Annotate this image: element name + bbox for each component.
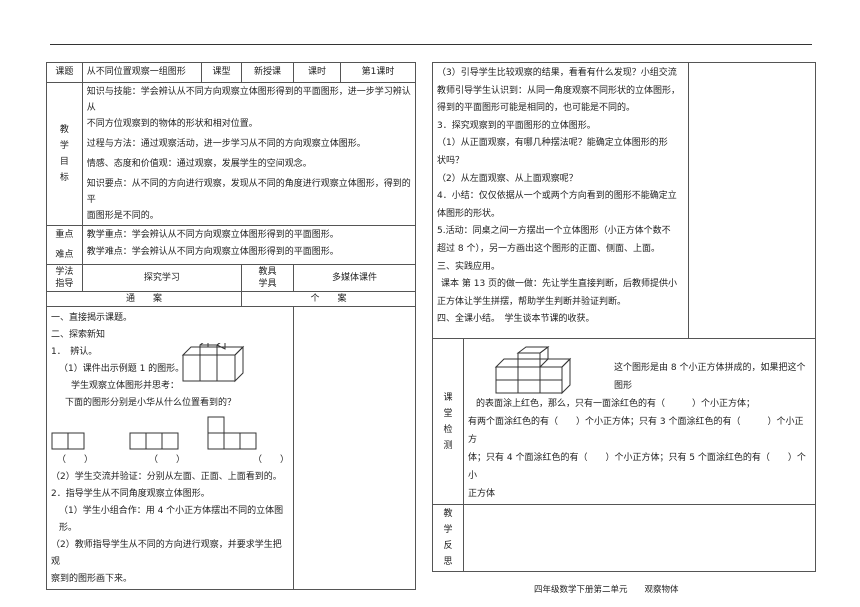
top-rule (50, 44, 812, 45)
tools-value: 多媒体课件 (293, 264, 416, 292)
tools-label: 教具学具 (240, 264, 295, 292)
answer-blank: （ ） (57, 455, 94, 465)
goals-content: 知识与技能：学会辨认从不同方向观察立体图形得到的平面图形，进一步学习辨认从 不同… (81, 82, 417, 226)
cube-figure-test (494, 346, 572, 395)
label-topic: 课题 (46, 62, 83, 83)
answer-blanks: （ ） （ ） （ ） (57, 452, 289, 469)
classroom-test-label: 课堂检测 (432, 338, 464, 505)
method-label: 学法指导 (46, 264, 83, 292)
reflection-label: 教学反思 (432, 504, 464, 572)
answer-blank: （ ） (253, 455, 290, 465)
right-lesson-table: （3）引导学生比较观察的结果，看看有什么发现？小组交流 教师引导学生认识到：从同… (432, 62, 816, 572)
view-figures (51, 416, 289, 450)
label-period: 课时 (293, 62, 341, 83)
process-individual (688, 62, 816, 339)
left-view-figure (51, 432, 85, 450)
answer-blank: （ ） (149, 455, 186, 465)
individual-plan-body (293, 306, 416, 590)
classroom-test-content: 这个图形是由 8 个小正方体拼成的，如果把这个图形 的表面涂上红色，那么，只有一… (463, 338, 816, 505)
topic-value: 从不同位置观察一组图形 (81, 62, 203, 83)
key-label: 重点难点 (46, 225, 83, 265)
label-type: 课型 (201, 62, 242, 83)
key-content: 教学重点：学会辨认从不同方向观察立体图形得到的平面图形。 教学难点：学会辨认从不… (81, 225, 417, 265)
left-lesson-table: 课题 从不同位置观察一组图形 课型 新授课 课时 第1课时 教学目标 知识与技能… (45, 62, 417, 590)
cube-figure-example (181, 343, 245, 383)
goals-label: 教学目标 (46, 82, 83, 226)
header-individual-plan: 个 案 (240, 291, 417, 307)
method-value: 探究学习 (81, 264, 242, 292)
header-common-plan: 通 案 (46, 291, 242, 307)
type-value: 新授课 (240, 62, 295, 83)
reflection-content (463, 504, 816, 572)
top-view-figure (207, 416, 257, 450)
page-footer: 四年级数学下册第二单元 观察物体 (534, 585, 679, 595)
period-value: 第1课时 (340, 62, 416, 83)
common-plan-body: 一、直接揭示课题。 二、探索新知 1． 辨认。 （1）课件出示例题 1 的图形。… (45, 306, 295, 590)
front-view-figure (129, 432, 179, 450)
process-content: （3）引导学生比较观察的结果，看看有什么发现？小组交流 教师引导学生认识到：从同… (432, 62, 689, 339)
